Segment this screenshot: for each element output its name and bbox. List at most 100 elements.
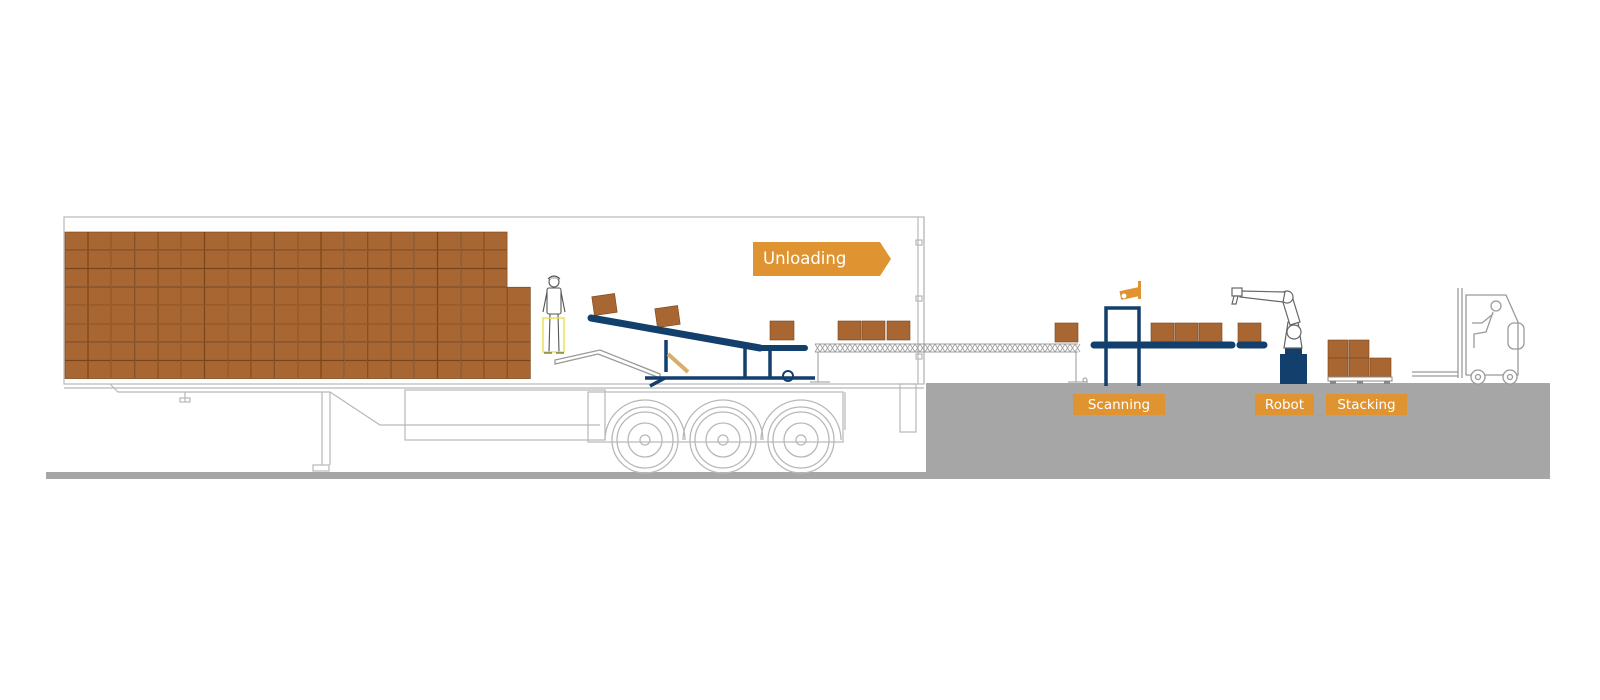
- cargo-box: [227, 286, 252, 306]
- cargo-box: [297, 360, 322, 379]
- cargo-box: [64, 231, 89, 251]
- cargo-box: [320, 286, 345, 306]
- cargo-box: [204, 250, 228, 269]
- cargo-box: [344, 231, 368, 251]
- cargo-box: [227, 250, 252, 269]
- cargo-box: [274, 323, 298, 343]
- cargo-box: [157, 268, 182, 287]
- cargo-box: [367, 231, 391, 251]
- cargo-box: [297, 305, 322, 324]
- cargo-box: [1174, 322, 1199, 343]
- cargo-box: [134, 268, 158, 287]
- cargo-box: [1327, 339, 1349, 359]
- extendable-conveyor: [814, 343, 1081, 353]
- cargo-box: [181, 250, 205, 269]
- cargo-box: [88, 231, 112, 251]
- cargo-box: [507, 360, 531, 379]
- cargo-box: [484, 286, 508, 306]
- cargo-box: [320, 305, 345, 324]
- cargo-box: [134, 360, 158, 379]
- cargo-box: [111, 360, 135, 379]
- cargo-box: [1198, 322, 1223, 343]
- cargo-box: [886, 320, 911, 341]
- worker-icon: [542, 275, 566, 354]
- cargo-box: [88, 360, 112, 379]
- cargo-box: [181, 231, 205, 251]
- cargo-box: [591, 293, 618, 316]
- cargo-box: [181, 305, 205, 324]
- cargo-box: [251, 342, 275, 361]
- cargo-box: [204, 231, 228, 251]
- cargo-box: [320, 268, 345, 287]
- cargo-box: [227, 268, 252, 287]
- cargo-box: [157, 305, 182, 324]
- scanning-gate: [1090, 306, 1268, 386]
- cargo-box: [390, 342, 415, 361]
- cargo-box: [111, 342, 135, 361]
- cargo-box: [390, 323, 415, 343]
- cargo-box: [64, 268, 89, 287]
- cargo-box: [344, 250, 368, 269]
- camera-icon: [1119, 281, 1141, 300]
- cargo-box: [111, 231, 135, 251]
- cargo-box: [227, 323, 252, 343]
- cargo-box: [297, 250, 322, 269]
- cargo-box: [484, 323, 508, 343]
- cargo-box: [204, 305, 228, 324]
- cargo-box: [88, 305, 112, 324]
- cargo-box: [390, 286, 415, 306]
- cargo-box: [64, 323, 89, 343]
- cargo-box: [414, 360, 438, 379]
- scanning-label: Scanning: [1073, 394, 1165, 415]
- pallet-icon: [1327, 376, 1393, 384]
- cargo-box: [297, 268, 322, 287]
- cargo-box: [181, 342, 205, 361]
- cargo-box: [204, 323, 228, 343]
- cargo-box: [1327, 357, 1349, 378]
- warehouse-floor: [926, 383, 1550, 479]
- cargo-box: [344, 342, 368, 361]
- cargo-box: [227, 231, 252, 251]
- cargo-box: [390, 360, 415, 379]
- cargo-box: [251, 305, 275, 324]
- cargo-box: [274, 268, 298, 287]
- cargo-box: [367, 286, 391, 306]
- cargo-box: [111, 286, 135, 306]
- cargo-box: [181, 268, 205, 287]
- cargo-box: [274, 305, 298, 324]
- cargo-box: [1150, 322, 1175, 343]
- ground-line: [46, 472, 926, 479]
- cargo-box: [367, 305, 391, 324]
- cargo-box: [344, 286, 368, 306]
- cargo-box: [460, 323, 485, 343]
- cargo-box: [227, 360, 252, 379]
- cargo-box: [320, 342, 345, 361]
- cargo-box: [157, 360, 182, 379]
- cargo-box: [157, 323, 182, 343]
- cargo-box: [414, 231, 438, 251]
- cargo-box: [437, 305, 461, 324]
- robot-label: Robot: [1255, 394, 1314, 415]
- cargo-box: [344, 323, 368, 343]
- cargo-box: [437, 360, 461, 379]
- forklift-icon: [1412, 288, 1525, 385]
- cargo-box: [274, 342, 298, 361]
- cargo-box: [320, 250, 345, 269]
- cargo-box: [251, 286, 275, 306]
- cargo-box: [414, 286, 438, 306]
- cargo-box: [1369, 357, 1392, 378]
- cargo-box: [507, 286, 531, 306]
- cargo-box: [367, 323, 391, 343]
- cargo-box: [157, 231, 182, 251]
- cargo-box: [274, 360, 298, 379]
- cargo-box: [111, 305, 135, 324]
- cargo-box: [460, 342, 485, 361]
- cargo-boxes: [64, 231, 1392, 379]
- cargo-box: [484, 231, 508, 251]
- cargo-box: [251, 268, 275, 287]
- cargo-box: [507, 305, 531, 324]
- unloading-arrow: [753, 242, 891, 276]
- cargo-box: [460, 305, 485, 324]
- cargo-box: [460, 231, 485, 251]
- cargo-box: [88, 323, 112, 343]
